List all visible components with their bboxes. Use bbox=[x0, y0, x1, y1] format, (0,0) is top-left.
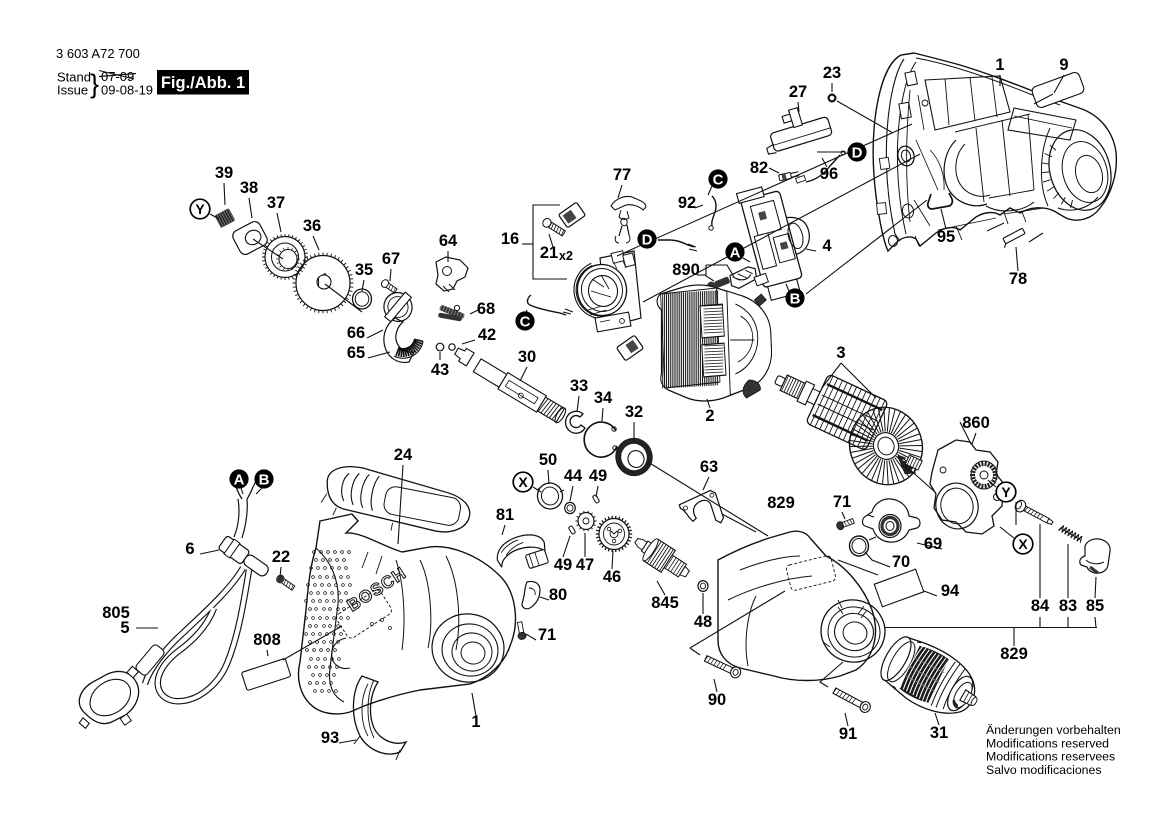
svg-text:46: 46 bbox=[603, 568, 621, 586]
svg-text:Y: Y bbox=[1001, 484, 1011, 500]
svg-text:77: 77 bbox=[613, 166, 631, 184]
svg-text:81: 81 bbox=[496, 506, 514, 524]
svg-text:X: X bbox=[1018, 536, 1028, 552]
svg-text:32: 32 bbox=[625, 403, 643, 421]
svg-text:C: C bbox=[713, 171, 724, 188]
svg-text:93: 93 bbox=[321, 729, 339, 747]
svg-text:90: 90 bbox=[708, 691, 726, 709]
svg-text:85: 85 bbox=[1086, 597, 1104, 615]
svg-text:91: 91 bbox=[839, 725, 857, 743]
svg-text:37: 37 bbox=[267, 194, 285, 212]
svg-text:x2: x2 bbox=[559, 249, 573, 263]
svg-text:94: 94 bbox=[941, 582, 960, 600]
svg-text:84: 84 bbox=[1031, 597, 1050, 615]
svg-text:95: 95 bbox=[937, 228, 955, 246]
svg-text:35: 35 bbox=[355, 261, 373, 279]
svg-text:69: 69 bbox=[924, 535, 942, 553]
svg-text:D: D bbox=[852, 144, 863, 161]
svg-text:71: 71 bbox=[833, 493, 851, 511]
svg-text:39: 39 bbox=[215, 164, 233, 182]
svg-text:Fig./Abb. 1: Fig./Abb. 1 bbox=[161, 74, 245, 92]
svg-text:96: 96 bbox=[820, 165, 838, 183]
svg-text:890: 890 bbox=[672, 261, 700, 279]
svg-text:49: 49 bbox=[554, 556, 572, 574]
svg-text:67: 67 bbox=[382, 250, 400, 268]
svg-text:3 603 A72 700: 3 603 A72 700 bbox=[56, 46, 140, 61]
svg-text:47: 47 bbox=[576, 556, 594, 574]
svg-text:78: 78 bbox=[1009, 270, 1027, 288]
svg-text:Salvo modificaciones: Salvo modificaciones bbox=[986, 763, 1102, 777]
svg-text:71: 71 bbox=[538, 626, 556, 644]
svg-text:Modifications reservees: Modifications reservees bbox=[986, 750, 1115, 764]
svg-text:1: 1 bbox=[471, 713, 480, 731]
svg-text:64: 64 bbox=[439, 232, 458, 250]
svg-text:30: 30 bbox=[518, 348, 536, 366]
svg-text:9: 9 bbox=[1059, 56, 1068, 74]
svg-text:70: 70 bbox=[892, 553, 910, 571]
svg-text:23: 23 bbox=[823, 64, 841, 82]
svg-text:66: 66 bbox=[347, 324, 365, 342]
svg-text:16: 16 bbox=[501, 230, 519, 248]
svg-text:33: 33 bbox=[570, 377, 588, 395]
svg-text:6: 6 bbox=[185, 540, 194, 558]
svg-text:829: 829 bbox=[1000, 645, 1028, 663]
svg-text:C: C bbox=[520, 313, 531, 330]
svg-text:80: 80 bbox=[549, 586, 567, 604]
svg-text:49: 49 bbox=[589, 467, 607, 485]
svg-text:21: 21 bbox=[540, 244, 558, 262]
svg-text:27: 27 bbox=[789, 83, 807, 101]
svg-text:43: 43 bbox=[431, 361, 449, 379]
svg-text:B: B bbox=[790, 290, 801, 307]
svg-text:Issue: Issue bbox=[57, 83, 88, 98]
svg-text:50: 50 bbox=[539, 451, 557, 469]
svg-text:3: 3 bbox=[836, 344, 845, 362]
svg-text:860: 860 bbox=[962, 414, 990, 432]
svg-text:92: 92 bbox=[678, 194, 696, 212]
svg-text:X: X bbox=[518, 474, 528, 490]
svg-text:A: A bbox=[234, 471, 245, 488]
svg-text:24: 24 bbox=[394, 446, 413, 464]
svg-text:68: 68 bbox=[477, 300, 495, 318]
svg-text:Änderungen vorbehalten: Änderungen vorbehalten bbox=[986, 723, 1121, 737]
svg-text:4: 4 bbox=[822, 237, 832, 255]
svg-text:42: 42 bbox=[478, 326, 496, 344]
svg-text:Modifications reserved: Modifications reserved bbox=[986, 736, 1109, 750]
svg-text:83: 83 bbox=[1059, 597, 1077, 615]
svg-text:808: 808 bbox=[253, 631, 281, 649]
svg-text:829: 829 bbox=[767, 494, 795, 512]
svg-text:1: 1 bbox=[995, 56, 1004, 74]
svg-text:44: 44 bbox=[564, 467, 583, 485]
svg-text:Stand: Stand bbox=[57, 70, 91, 85]
svg-text:D: D bbox=[642, 231, 653, 248]
svg-text:B: B bbox=[259, 471, 270, 488]
svg-text:36: 36 bbox=[303, 217, 321, 235]
svg-text:63: 63 bbox=[700, 458, 718, 476]
svg-text:2: 2 bbox=[705, 407, 714, 425]
svg-text:38: 38 bbox=[240, 179, 258, 197]
svg-text:48: 48 bbox=[694, 613, 712, 631]
svg-text:09-08-19: 09-08-19 bbox=[101, 83, 153, 98]
svg-text:22: 22 bbox=[272, 548, 290, 566]
svg-text:31: 31 bbox=[930, 724, 948, 742]
svg-text:A: A bbox=[730, 244, 741, 261]
svg-text:34: 34 bbox=[594, 389, 613, 407]
svg-text:5: 5 bbox=[120, 619, 129, 637]
svg-text:Y: Y bbox=[195, 201, 205, 217]
svg-text:805: 805 bbox=[102, 604, 130, 622]
svg-text:65: 65 bbox=[347, 344, 365, 362]
svg-text:}: } bbox=[90, 69, 99, 99]
svg-text:82: 82 bbox=[750, 159, 768, 177]
svg-text:845: 845 bbox=[651, 594, 679, 612]
